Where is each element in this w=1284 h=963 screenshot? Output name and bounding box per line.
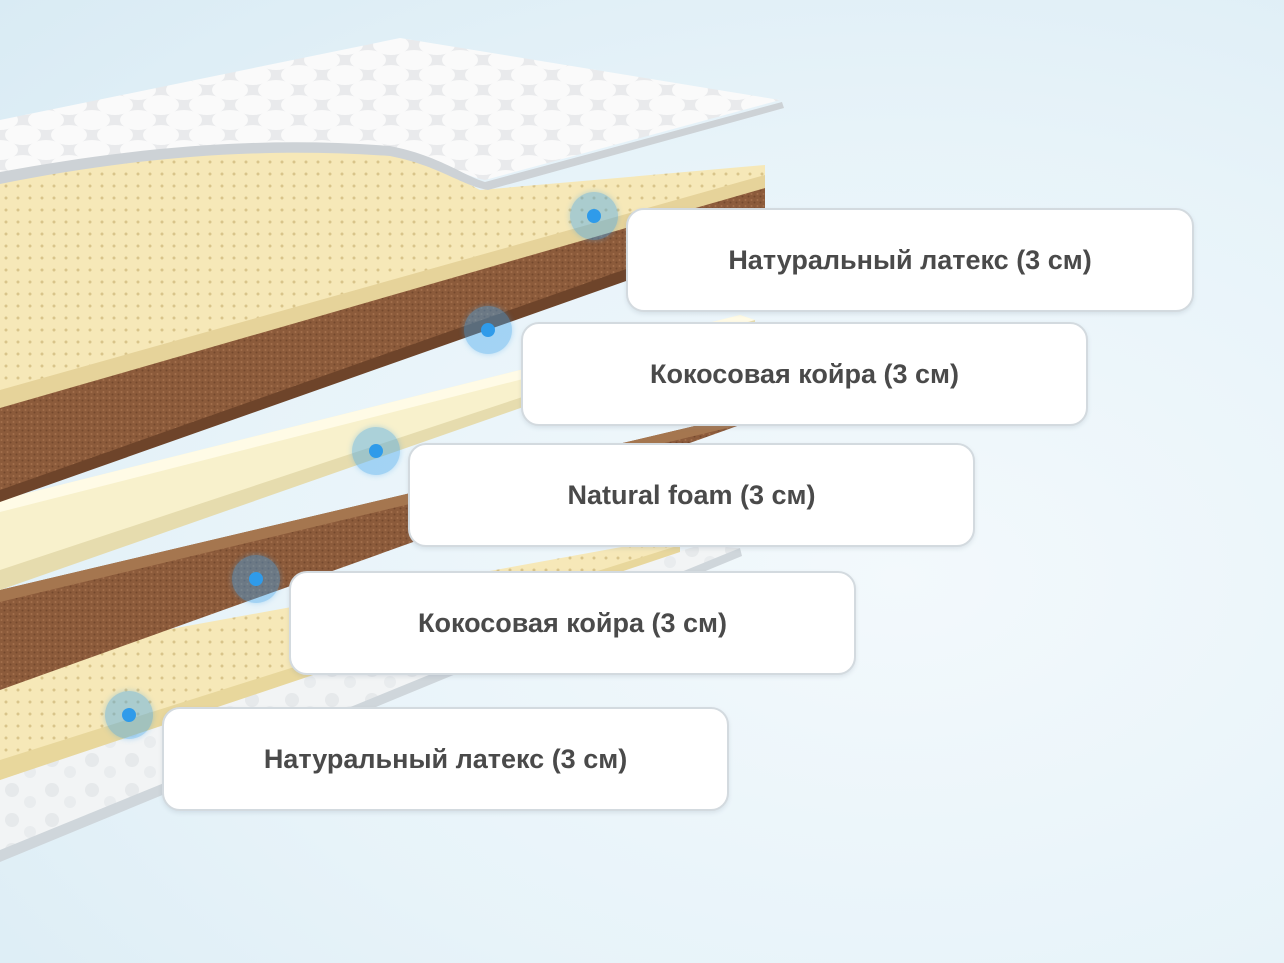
- layer-1-label: Натуральный латекс (3 см): [626, 208, 1194, 312]
- layer-5-label: Натуральный латекс (3 см): [162, 707, 729, 811]
- layer-1-label-text: Натуральный латекс (3 см): [728, 245, 1091, 276]
- layer-2-label: Кокосовая койра (3 см): [521, 322, 1088, 426]
- layer-4-marker[interactable]: [232, 555, 280, 603]
- layer-4-label: Кокосовая койра (3 см): [289, 571, 856, 675]
- layer-3-marker[interactable]: [352, 427, 400, 475]
- marker-dot-icon: [369, 444, 383, 458]
- marker-dot-icon: [122, 708, 136, 722]
- marker-dot-icon: [587, 209, 601, 223]
- layer-4-label-text: Кокосовая койра (3 см): [418, 608, 727, 639]
- layer-3-label-text: Natural foam (3 см): [567, 480, 815, 511]
- marker-dot-icon: [249, 572, 263, 586]
- layer-3-label: Natural foam (3 см): [408, 443, 975, 547]
- layer-5-label-text: Натуральный латекс (3 см): [264, 744, 627, 775]
- layer-1-marker[interactable]: [570, 192, 618, 240]
- layer-5-marker[interactable]: [105, 691, 153, 739]
- layer-2-marker[interactable]: [464, 306, 512, 354]
- layer-2-label-text: Кокосовая койра (3 см): [650, 359, 959, 390]
- marker-dot-icon: [481, 323, 495, 337]
